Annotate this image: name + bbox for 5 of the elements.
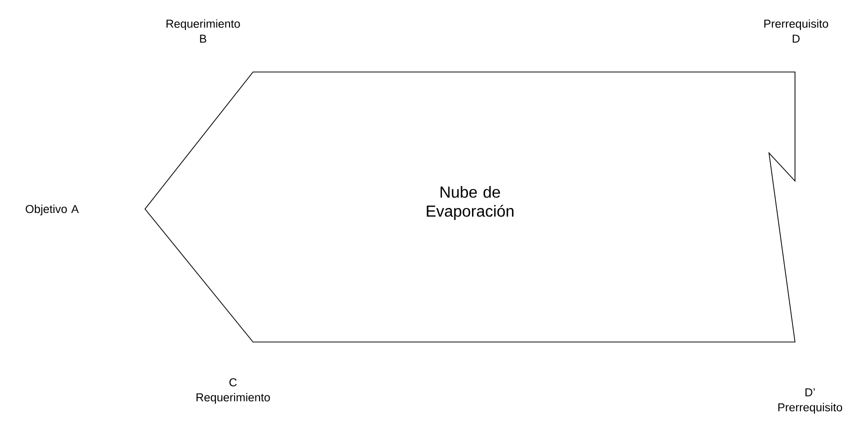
corner-label: D’ Prerrequisito <box>778 388 842 414</box>
corner-label: Objetivo A <box>26 204 79 216</box>
corner-label: C Requerimiento <box>196 378 270 404</box>
corner-label: Requerimiento B <box>166 19 240 43</box>
corner-label: Prerrequisito D <box>764 19 828 43</box>
